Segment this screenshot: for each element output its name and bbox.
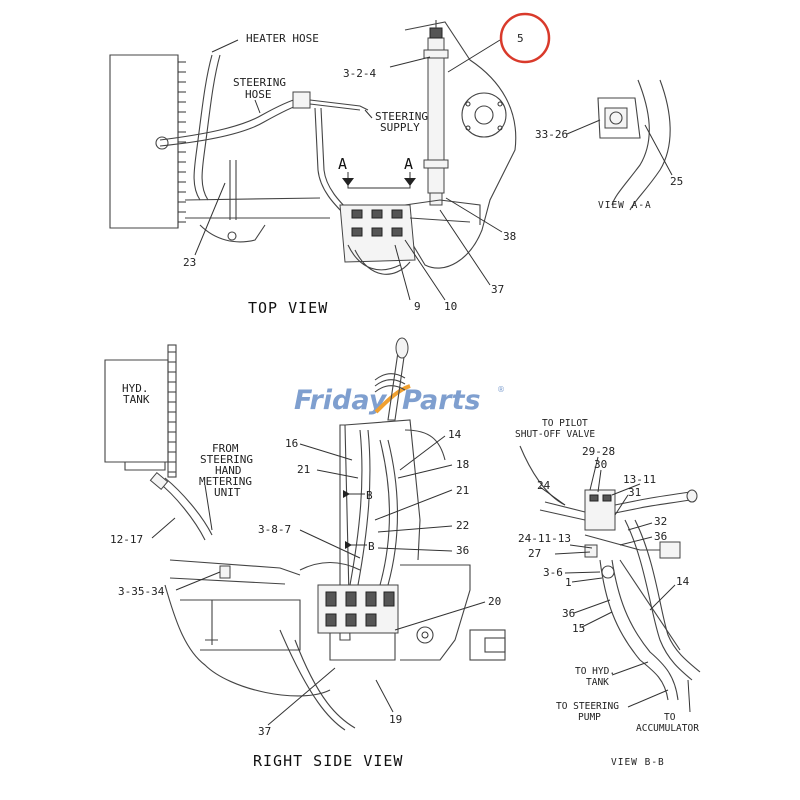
label-to-pilot-2: SHUT-OFF VALVE [515,429,595,440]
label-hyd-tank-1: HYD. [122,382,149,395]
label-from-2: STEERING [200,453,253,466]
steering-hose [159,97,301,141]
callout-24-11-13: 24-11-13 [518,532,571,545]
label-from-4: METERING [199,475,252,488]
view-a-a: 33-26 25 VIEW A-A [535,79,683,211]
callout-20: 20 [488,595,501,608]
callout-29-28: 29-28 [582,445,615,458]
callout-36: 36 [456,544,469,557]
hyd-tank [104,359,169,463]
top-view: HEATER HOSE STEERING HOSE STEERING SUPPL… [109,12,551,317]
label-steering-supply-2: SUPPLY [380,121,420,134]
view-b-b-hoses [599,559,669,701]
callout-14: 14 [448,428,462,441]
title-view-b-b: VIEW B-B [611,757,665,768]
view-b-b: TO PILOT SHUT-OFF VALVE 29-28 30 13-11 2… [515,418,701,768]
callout-38: 38 [503,230,516,243]
cylinder-part-5 [427,37,445,194]
watermark-text-friday: Friday [294,385,388,416]
highlight-circle-part-5 [499,12,551,64]
callout-21a: 21 [297,463,310,476]
view-a-a-hose [611,79,650,206]
section-a-marker [342,172,416,189]
callout-23: 23 [183,256,196,269]
callout-31: 31 [628,486,641,499]
callout-1: 1 [565,576,572,589]
callout-33-26: 33-26 [535,128,568,141]
heater-hose [193,54,213,201]
label-steering-hose-2: HOSE [245,88,272,101]
callout-27: 27 [528,547,541,560]
label-to-pilot-1: TO PILOT [542,418,588,429]
watermark-logo: Friday Parts ® [294,384,505,416]
label-from-3: HAND [215,464,242,477]
label-from-1: FROM [212,442,239,455]
frame-plate [404,21,517,269]
label-section-a-left: A [338,155,348,173]
label-from-5: UNIT [214,486,241,499]
callout-32: 32 [654,515,667,528]
callout-12-17: 12-17 [110,533,143,546]
callout-37: 37 [491,283,504,296]
right-frame-plate [400,564,471,661]
label-hyd-tank-2: TANK [123,393,150,406]
ref-3-8-7: 3-8-7 [258,523,291,536]
label-section-b-upper: B [366,489,373,502]
callout-14: 14 [676,575,690,588]
callout-16: 16 [285,437,298,450]
main-mount-column [339,424,351,641]
title-top-view: TOP VIEW [248,299,328,317]
callout-10: 10 [444,300,457,313]
watermark-registered-mark: ® [497,385,505,394]
title-right-side-view: RIGHT SIDE VIEW [253,752,403,770]
callout-13-11: 13-11 [623,473,656,486]
ref-3-35-34: 3-35-34 [118,585,165,598]
title-view-a-a: VIEW A-A [598,200,652,211]
control-valve-top [339,204,416,275]
callout-9: 9 [414,300,421,313]
radiator-fins [178,61,186,223]
label-to-hyd-2: TANK [586,677,609,688]
label-ref-3-2-4: 3-2-4 [343,67,376,80]
callout-36a: 36 [654,530,667,543]
callout-37: 37 [258,725,271,738]
label-to-accum-2: ACCUMULATOR [636,723,699,734]
callout-15: 15 [572,622,585,635]
label-section-b-lower: B [368,540,375,553]
label-to-hyd-1: TO HYD. [575,666,615,677]
label-to-steering-2: PUMP [578,712,601,723]
callout-18: 18 [456,458,469,471]
watermark-swoosh [374,384,411,414]
callout-22: 22 [456,519,469,532]
callout-25: 25 [670,175,683,188]
hyd-tank-fins [168,351,176,473]
label-steering-hose-1: STEERING [233,76,286,89]
callout-3-6: 3-6 [543,566,563,579]
label-section-a-right: A [404,155,414,173]
valve-bank [317,584,399,661]
view-a-a-bracket [597,97,641,139]
label-steering-supply-1: STEERING [375,110,428,123]
right-side-view: HYD. TANK FROM STEERING HAND METERING UN… [104,337,506,770]
callout-19: 19 [389,713,402,726]
callout-21b: 21 [456,484,469,497]
label-to-steering-1: TO STEERING [556,701,619,712]
callout-36b: 36 [562,607,575,620]
watermark-text-parts: Parts [402,385,481,416]
callout-30: 30 [594,458,607,471]
callout-5: 5 [517,32,524,45]
callout-24: 24 [537,479,551,492]
label-to-accum-1: TO [664,712,676,723]
label-heater-hose: HEATER HOSE [246,32,319,45]
